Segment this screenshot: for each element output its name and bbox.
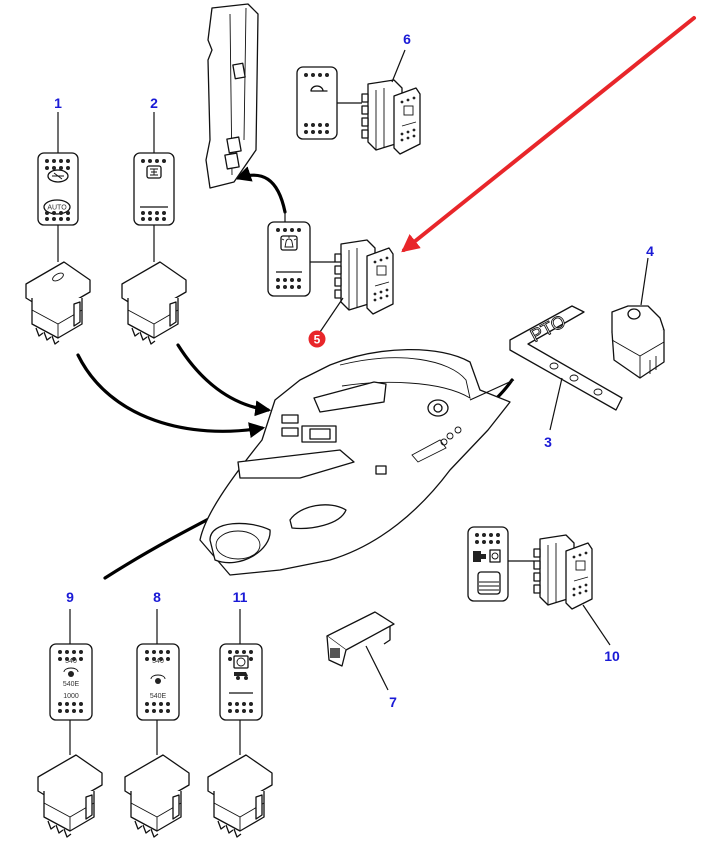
part-8-pto-speed-switch[interactable]: 540 540E — [124, 609, 190, 838]
decal-540: 540 — [152, 658, 164, 665]
part-9-pto-speed-switch[interactable]: 540 540E 1000 — [37, 609, 103, 838]
part-2-lift-switch[interactable] — [121, 112, 187, 345]
part-11-pto-engage-switch[interactable] — [207, 609, 273, 838]
side-console-housing — [199, 348, 515, 576]
callout-3: 3 — [544, 434, 552, 450]
decal-1000: 1000 — [63, 693, 79, 700]
decal-540e: 540E — [63, 681, 80, 688]
pillar-trim-panel — [205, 3, 259, 189]
highlight-arrow — [401, 16, 696, 253]
callout-11: 11 — [233, 589, 248, 605]
decal-540: 540 — [65, 658, 77, 665]
auto-decal — [43, 199, 71, 215]
callout-4: 4 — [646, 243, 654, 259]
callout-8: 8 — [153, 589, 161, 605]
part-4-rocker-switch[interactable] — [611, 257, 665, 379]
part-5-beacon-switch[interactable]: 5 — [267, 212, 394, 348]
decal-540e: 540E — [150, 693, 167, 700]
auto-label: AUTO — [47, 205, 67, 212]
callout-10: 10 — [604, 648, 620, 664]
callout-5: 5 — [314, 333, 321, 347]
callout-2: 2 — [150, 95, 158, 111]
callout-6: 6 — [403, 31, 411, 47]
callout-7: 7 — [389, 694, 397, 710]
part-10-hitch-switch[interactable] — [467, 526, 611, 646]
part-6-snail-switch[interactable] — [296, 49, 421, 155]
arrow-switch1-to-console — [76, 353, 266, 438]
callout-labels: 1 2 3 4 6 7 8 9 10 11 — [54, 31, 654, 710]
part-1-wiper-switch[interactable]: AUTO — [25, 112, 91, 345]
callout-1: 1 — [54, 95, 62, 111]
arrow-console-to-pillar — [234, 166, 287, 214]
callout-9: 9 — [66, 589, 74, 605]
callout-5-highlight — [308, 330, 326, 348]
arrow-switch2-to-console — [176, 343, 272, 417]
part-7-blanking-cover[interactable] — [326, 611, 395, 691]
part-3-pto-decal[interactable]: PTO — [509, 305, 623, 431]
